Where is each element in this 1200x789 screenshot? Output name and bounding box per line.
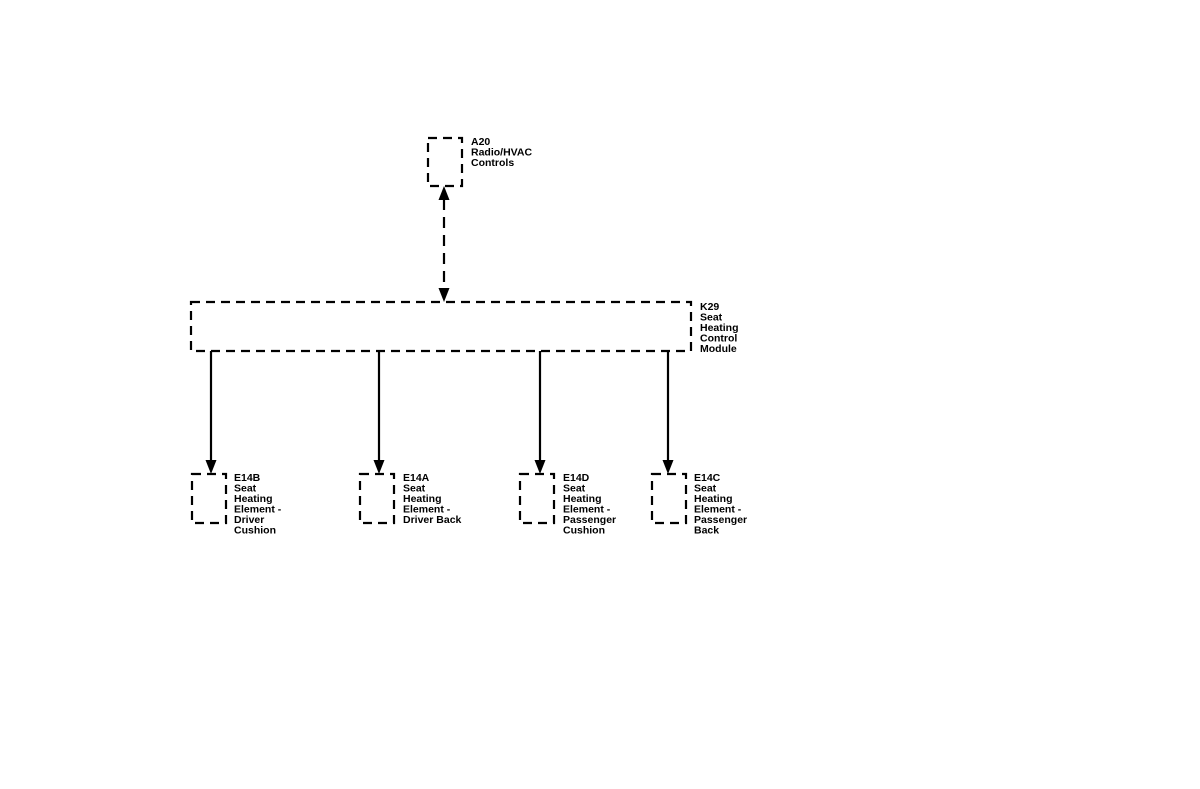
connection-k29-e14a: [373, 351, 385, 474]
a20-box: [426, 136, 464, 188]
k29-box: [189, 300, 693, 353]
label-line: Controls: [471, 157, 514, 169]
label-line: Passenger: [694, 514, 747, 526]
label-line: E14B: [234, 472, 261, 484]
label-line: Heating: [694, 493, 733, 505]
k29-label: K29 Seat Heating Control Module: [700, 301, 741, 355]
label-line: Driver Back: [403, 514, 462, 526]
label-line: Heating: [234, 493, 273, 505]
label-line: Seat: [694, 483, 717, 495]
a20-label: A20 Radio/HVAC Controls: [471, 136, 535, 169]
label-line: Seat: [563, 483, 586, 495]
label-line: Driver: [234, 514, 264, 526]
label-line: Heating: [700, 322, 739, 334]
label-line: Seat: [700, 312, 723, 324]
arrowhead-down: [205, 460, 217, 474]
k29-component: K29 Seat Heating Control Module: [189, 300, 741, 355]
e14c-label: E14C Seat Heating Element - Passenger Ba…: [694, 472, 750, 537]
label-line: Heating: [563, 493, 602, 505]
e14b-box: [190, 472, 228, 525]
label-line: Seat: [403, 483, 426, 495]
label-line: E14D: [563, 472, 590, 484]
e14b-component: E14B Seat Heating Element - Driver Cushi…: [190, 472, 284, 537]
label-line: Module: [700, 343, 737, 355]
label-line: E14C: [694, 472, 721, 484]
label-line: Passenger: [563, 514, 616, 526]
arrowhead-up: [438, 186, 450, 200]
label-line: Seat: [234, 483, 257, 495]
label-line: Radio/HVAC: [471, 147, 532, 159]
arrowhead-down: [438, 288, 450, 302]
label-line: K29: [700, 301, 719, 313]
connection-k29-e14c: [662, 351, 674, 474]
label-line: Element -: [694, 504, 742, 516]
e14d-box: [518, 472, 556, 525]
e14a-component: E14A Seat Heating Element - Driver Back: [358, 472, 462, 526]
label-line: Element -: [403, 504, 451, 516]
e14d-component: E14D Seat Heating Element - Passenger Cu…: [518, 472, 619, 537]
e14c-box: [650, 472, 688, 525]
label-line: Element -: [563, 504, 611, 516]
arrowhead-down: [534, 460, 546, 474]
arrowhead-down: [662, 460, 674, 474]
label-line: Cushion: [563, 525, 605, 537]
label-line: A20: [471, 136, 490, 148]
a20-component: A20 Radio/HVAC Controls: [426, 136, 535, 188]
connection-k29-a20: [438, 186, 450, 302]
label-line: Element -: [234, 504, 282, 516]
e14a-box: [358, 472, 396, 525]
connection-k29-e14b: [205, 351, 217, 474]
label-line: Back: [694, 525, 719, 537]
label-line: Cushion: [234, 525, 276, 537]
e14c-component: E14C Seat Heating Element - Passenger Ba…: [650, 472, 750, 537]
label-line: Control: [700, 333, 737, 345]
connection-k29-e14d: [534, 351, 546, 474]
label-line: Heating: [403, 493, 442, 505]
arrowhead-down: [373, 460, 385, 474]
label-line: E14A: [403, 472, 430, 484]
e14d-label: E14D Seat Heating Element - Passenger Cu…: [563, 472, 619, 537]
e14b-label: E14B Seat Heating Element - Driver Cushi…: [234, 472, 284, 537]
e14a-label: E14A Seat Heating Element - Driver Back: [403, 472, 462, 526]
